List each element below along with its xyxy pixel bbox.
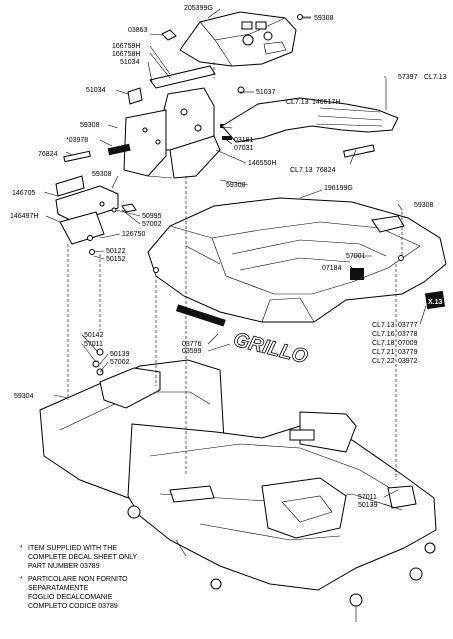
- label-cl7-21: CL7.21: [372, 349, 395, 356]
- footnote-line: SEPARATAMENTE: [28, 585, 89, 592]
- footnote-english: * ITEM SUPPLIED WITH THE COMPLETE DECAL …: [20, 544, 166, 571]
- label-50122: 50122: [106, 248, 126, 255]
- label-146497H: 146497H: [10, 213, 38, 220]
- label-03863: 03863: [128, 27, 148, 34]
- footnote-line: FOGLIO DECALCOMANIE: [28, 594, 113, 601]
- label-76824: 76824: [316, 167, 336, 174]
- label-cl7-13: CL7.13: [372, 322, 395, 329]
- label-50995: 50995: [142, 213, 162, 220]
- label-146705: 146705: [12, 190, 35, 197]
- label-50142: 50142: [84, 332, 104, 339]
- label-166759H: 166759H: [112, 43, 140, 50]
- label-57397: 57397: [398, 74, 418, 81]
- footnotes: * ITEM SUPPLIED WITH THE COMPLETE DECAL …: [20, 544, 166, 615]
- label-196199G: 196199G: [324, 185, 353, 192]
- guide-lines: [67, 62, 403, 480]
- label-59308: 59308: [314, 15, 334, 22]
- label-57011: 57011: [84, 341, 103, 348]
- model-badge-text: X.13: [428, 299, 443, 306]
- label-cl7-13: CL7.13: [290, 167, 313, 174]
- label-59308: 59308: [92, 171, 112, 178]
- label-03779: 03779: [398, 349, 418, 356]
- label-51034: 51034: [86, 87, 106, 94]
- part-labels: 205399G 59308 03863 166759H 166758H 5103…: [10, 5, 447, 509]
- footnote-line: PART NUMBER 03789: [28, 563, 100, 570]
- grillo-decal-text: GRILLO: [231, 329, 310, 369]
- label-126750: 126750: [122, 231, 145, 238]
- label-51037: 51037: [256, 89, 276, 96]
- label-57011: 57011: [358, 494, 377, 501]
- label-cl7-16: CL7.16: [372, 331, 395, 338]
- label-03972: 03972: [398, 358, 418, 365]
- footnote-star: *: [20, 576, 23, 583]
- label-cl7-22: CL7.22: [372, 358, 395, 365]
- label-146550H: 146550H: [248, 160, 276, 167]
- label-57002: 57002: [142, 221, 162, 228]
- label-cl7-13: CL7.13: [286, 99, 309, 106]
- label-57001: 57001: [346, 253, 366, 260]
- label-03776: 03776: [182, 341, 202, 348]
- label-07009: 07009: [398, 340, 418, 347]
- label-59304: 59304: [14, 393, 34, 400]
- label-03777: 03777: [398, 322, 418, 329]
- label-50152: 50152: [106, 256, 126, 263]
- seat-mount-bracket: [55, 175, 137, 255]
- label-166758H: 166758H: [112, 51, 140, 58]
- footnote-line: ITEM SUPPLIED WITH THE: [28, 545, 117, 552]
- label-59308: 59308: [226, 182, 246, 189]
- label-205399G: 205399G: [184, 5, 213, 12]
- key-small-part: [161, 29, 177, 41]
- label-03978: *03978: [66, 137, 88, 144]
- decal-strips: [63, 124, 375, 163]
- footnote-star: *: [20, 545, 23, 552]
- label-07031: 07031: [234, 145, 254, 152]
- label-cl7-18: CL7.18: [372, 340, 395, 347]
- label-50139: 50139: [110, 351, 130, 358]
- label-59308: 59308: [414, 202, 434, 209]
- label-76824: 76824: [38, 151, 58, 158]
- footnote-italian: * PARTICOLARE NON FORNITO SEPARATAMENTE …: [20, 575, 166, 611]
- screw-59308-top: [297, 14, 311, 20]
- footnote-line: COMPLETO CODICE 03789: [28, 603, 118, 610]
- label-07184: 07184: [322, 265, 342, 272]
- label-03181: 03181: [234, 137, 254, 144]
- label-51034: 51034: [120, 59, 140, 66]
- label-59308: 59308: [80, 122, 100, 129]
- label-50139: 50139: [358, 502, 378, 509]
- chassis-frame: [39, 359, 437, 622]
- label-03778: 03778: [398, 331, 418, 338]
- seat-146617H: [221, 78, 399, 143]
- dashboard-cover: [179, 11, 297, 67]
- label-03599: 03599: [182, 348, 202, 355]
- label-57002: 57002: [110, 359, 130, 366]
- label-146617H: 146617H: [312, 99, 340, 106]
- footnote-line: COMPLETE DECAL SHEET ONLY: [28, 554, 138, 561]
- leader-lines: [43, 8, 427, 509]
- steering-shroud: [123, 109, 221, 179]
- body-hood: [147, 197, 447, 323]
- model-badge: X.13: [424, 290, 446, 310]
- label-cl7-13: CL7.13: [424, 74, 447, 81]
- footnote-line: PARTICOLARE NON FORNITO: [28, 576, 128, 583]
